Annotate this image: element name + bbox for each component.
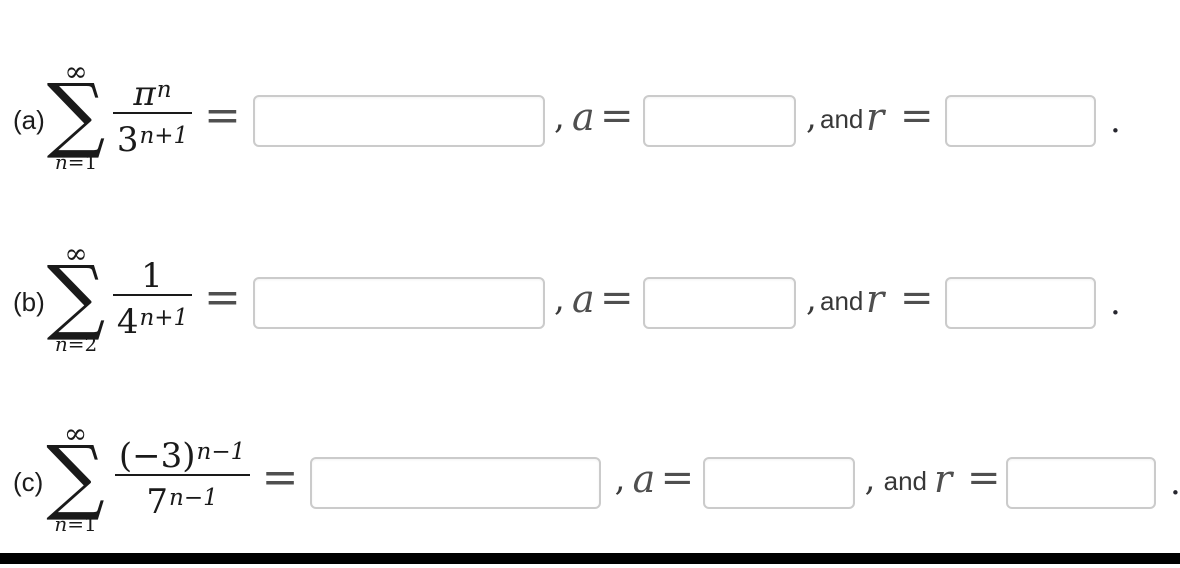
summation-symbol: ∞ ∑ n=2 [46,236,106,354]
a-variable: a [632,457,656,501]
fraction-numerator: πn [133,71,172,113]
a-variable: a [572,277,595,321]
sum-answer-input[interactable] [253,277,545,329]
a-equals-sign: = [660,455,695,501]
r-variable: r [866,277,885,321]
fraction: (−3)n−1 7n−1 [114,433,250,521]
r-answer-input[interactable] [1006,457,1156,509]
period: . [1170,463,1180,503]
r-equals-sign: = [900,93,934,139]
denominator-base: 7 [146,482,169,522]
numerator-exponent: n−1 [196,439,246,465]
summation-symbol: ∞ ∑ n=1 [46,416,105,534]
equals-sign: = [204,90,241,141]
bottom-bar [0,553,1180,564]
fraction-denominator: 7n−1 [146,479,218,521]
and-text: and [883,465,927,496]
index-variable: n [54,149,68,174]
fraction-denominator: 4n+1 [117,299,189,341]
a-variable: a [572,95,595,139]
fraction-bar [114,474,250,476]
index-value: =1 [67,149,98,174]
index-variable: n [54,331,68,356]
numerator-exponent: n [156,77,172,103]
comma: , [864,459,876,499]
summation-symbol: ∞ ∑ n=1 [46,54,106,172]
denominator-exponent: n+1 [139,123,189,149]
denominator-exponent: n+1 [139,305,189,331]
a-answer-input[interactable] [702,457,855,509]
r-answer-input[interactable] [945,277,1096,329]
equals-sign: = [261,452,299,503]
numerator-base: π [133,74,156,114]
a-answer-input[interactable] [643,277,796,329]
problem-row-a: (a) ∞ ∑ n=1 πn 3n+1 = , a = , and r = . [0,36,1180,206]
comma: , [806,97,817,137]
denominator-base: 3 [116,120,139,160]
period: . [1110,283,1121,323]
sigma-icon: ∑ [46,428,105,524]
fraction-bar [113,112,192,114]
fraction-denominator: 3n+1 [117,117,189,159]
sigma-icon: ∑ [46,66,106,162]
a-answer-input[interactable] [643,95,796,147]
fraction-numerator: (−3)n−1 [119,433,246,475]
period: . [1110,101,1121,141]
r-answer-input[interactable] [945,95,1096,147]
a-equals-sign: = [600,275,634,321]
problem-row-c: (c) ∞ ∑ n=1 (−3)n−1 7n−1 = , a = , and r… [0,398,1180,568]
problem-label: (a) [13,104,45,135]
r-equals-sign: = [967,455,1001,501]
fraction: 1 4n+1 [113,253,192,341]
comma: , [614,459,626,499]
numerator-base: 1 [141,256,163,296]
fraction-bar [113,294,192,296]
infinity-upper-limit: ∞ [63,416,88,450]
index-value: =1 [67,511,97,536]
problem-label: (b) [13,286,45,317]
fraction: πn 3n+1 [113,71,192,159]
denominator-exponent: n−1 [169,485,218,511]
problem-label: (c) [13,466,44,497]
sum-answer-input[interactable] [253,95,545,147]
r-variable: r [866,95,885,139]
summation-lower-limit: n=1 [54,514,96,534]
sigma-icon: ∑ [46,248,106,344]
summation-lower-limit: n=1 [55,152,97,172]
infinity-upper-limit: ∞ [64,236,88,270]
numerator-base: (−3) [118,436,196,476]
problem-row-b: (b) ∞ ∑ n=2 1 4n+1 = , a = , and r = . [0,218,1180,388]
comma: , [806,279,817,319]
equals-sign: = [204,272,241,323]
comma: , [554,279,565,319]
sum-answer-input[interactable] [309,457,601,509]
infinity-upper-limit: ∞ [64,54,88,88]
index-value: =2 [67,331,98,356]
summation-lower-limit: n=2 [55,334,97,354]
r-equals-sign: = [900,275,934,321]
and-text: and [820,103,864,134]
index-variable: n [54,511,68,536]
denominator-base: 4 [116,302,139,342]
r-variable: r [934,457,953,501]
and-text: and [820,285,864,316]
a-equals-sign: = [600,93,634,139]
fraction-numerator: 1 [141,253,164,295]
comma: , [554,97,565,137]
